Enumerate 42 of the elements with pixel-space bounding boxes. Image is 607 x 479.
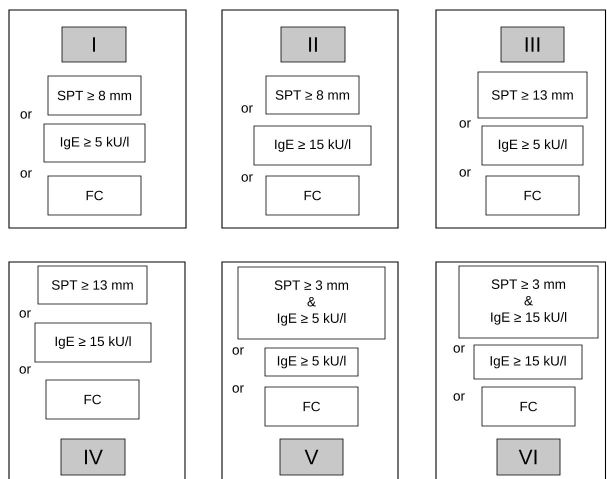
or-label: or [20,310,31,318]
criterion-box: IgE ≥ 5 kU/l [264,348,358,376]
numeral-box: III [500,26,564,62]
criterion-box: FC [46,380,140,420]
or-label: or [460,169,471,177]
criterion-box: SPT ≥ 13 mm [38,266,148,304]
or-label: or [232,385,244,393]
criterion-box: FC [48,176,142,216]
criterion-box: SPT ≥ 8 mm [48,76,142,116]
criterion-box: FC [264,386,358,426]
criterion-box: IgE ≥ 5 kU/l [482,126,584,166]
or-label: or [20,170,32,178]
numeral-box: II [280,26,346,62]
criterion-box: SPT ≥ 3 mm & IgE ≥ 5 kU/l [238,266,386,340]
criterion-box: FC [266,176,360,216]
criterion-box: SPT ≥ 8 mm [266,76,360,114]
numeral-box: IV [60,438,126,476]
or-label: or [242,105,253,113]
criterion-box: FC [486,176,580,216]
numeral-box: V [280,438,344,476]
or-label: or [242,174,253,182]
criterion-box: IgE ≥ 5 kU/l [44,124,146,162]
criterion-box: IgE ≥ 15 kU/l [474,344,582,380]
criterion-box: SPT ≥ 3 mm & IgE ≥ 15 kU/l [458,266,598,338]
panel-frame [221,9,399,229]
or-label: or [460,120,471,128]
or-label: or [20,366,31,374]
criterion-box: IgE ≥ 15 kU/l [34,322,152,362]
or-label: or [454,345,465,353]
or-label: or [232,347,244,355]
panel-frame [8,9,187,229]
panel-frame [221,261,399,479]
or-label: or [20,111,32,119]
or-label: or [454,393,465,401]
numeral-box: VI [496,438,560,476]
panel-frame [435,9,606,229]
numeral-box: I [62,26,126,62]
criterion-box: FC [482,386,576,426]
criterion-box: IgE ≥ 15 kU/l [254,126,372,166]
panel-frame [435,261,606,479]
criterion-box: SPT ≥ 13 mm [478,72,588,118]
panel-frame [8,261,186,479]
